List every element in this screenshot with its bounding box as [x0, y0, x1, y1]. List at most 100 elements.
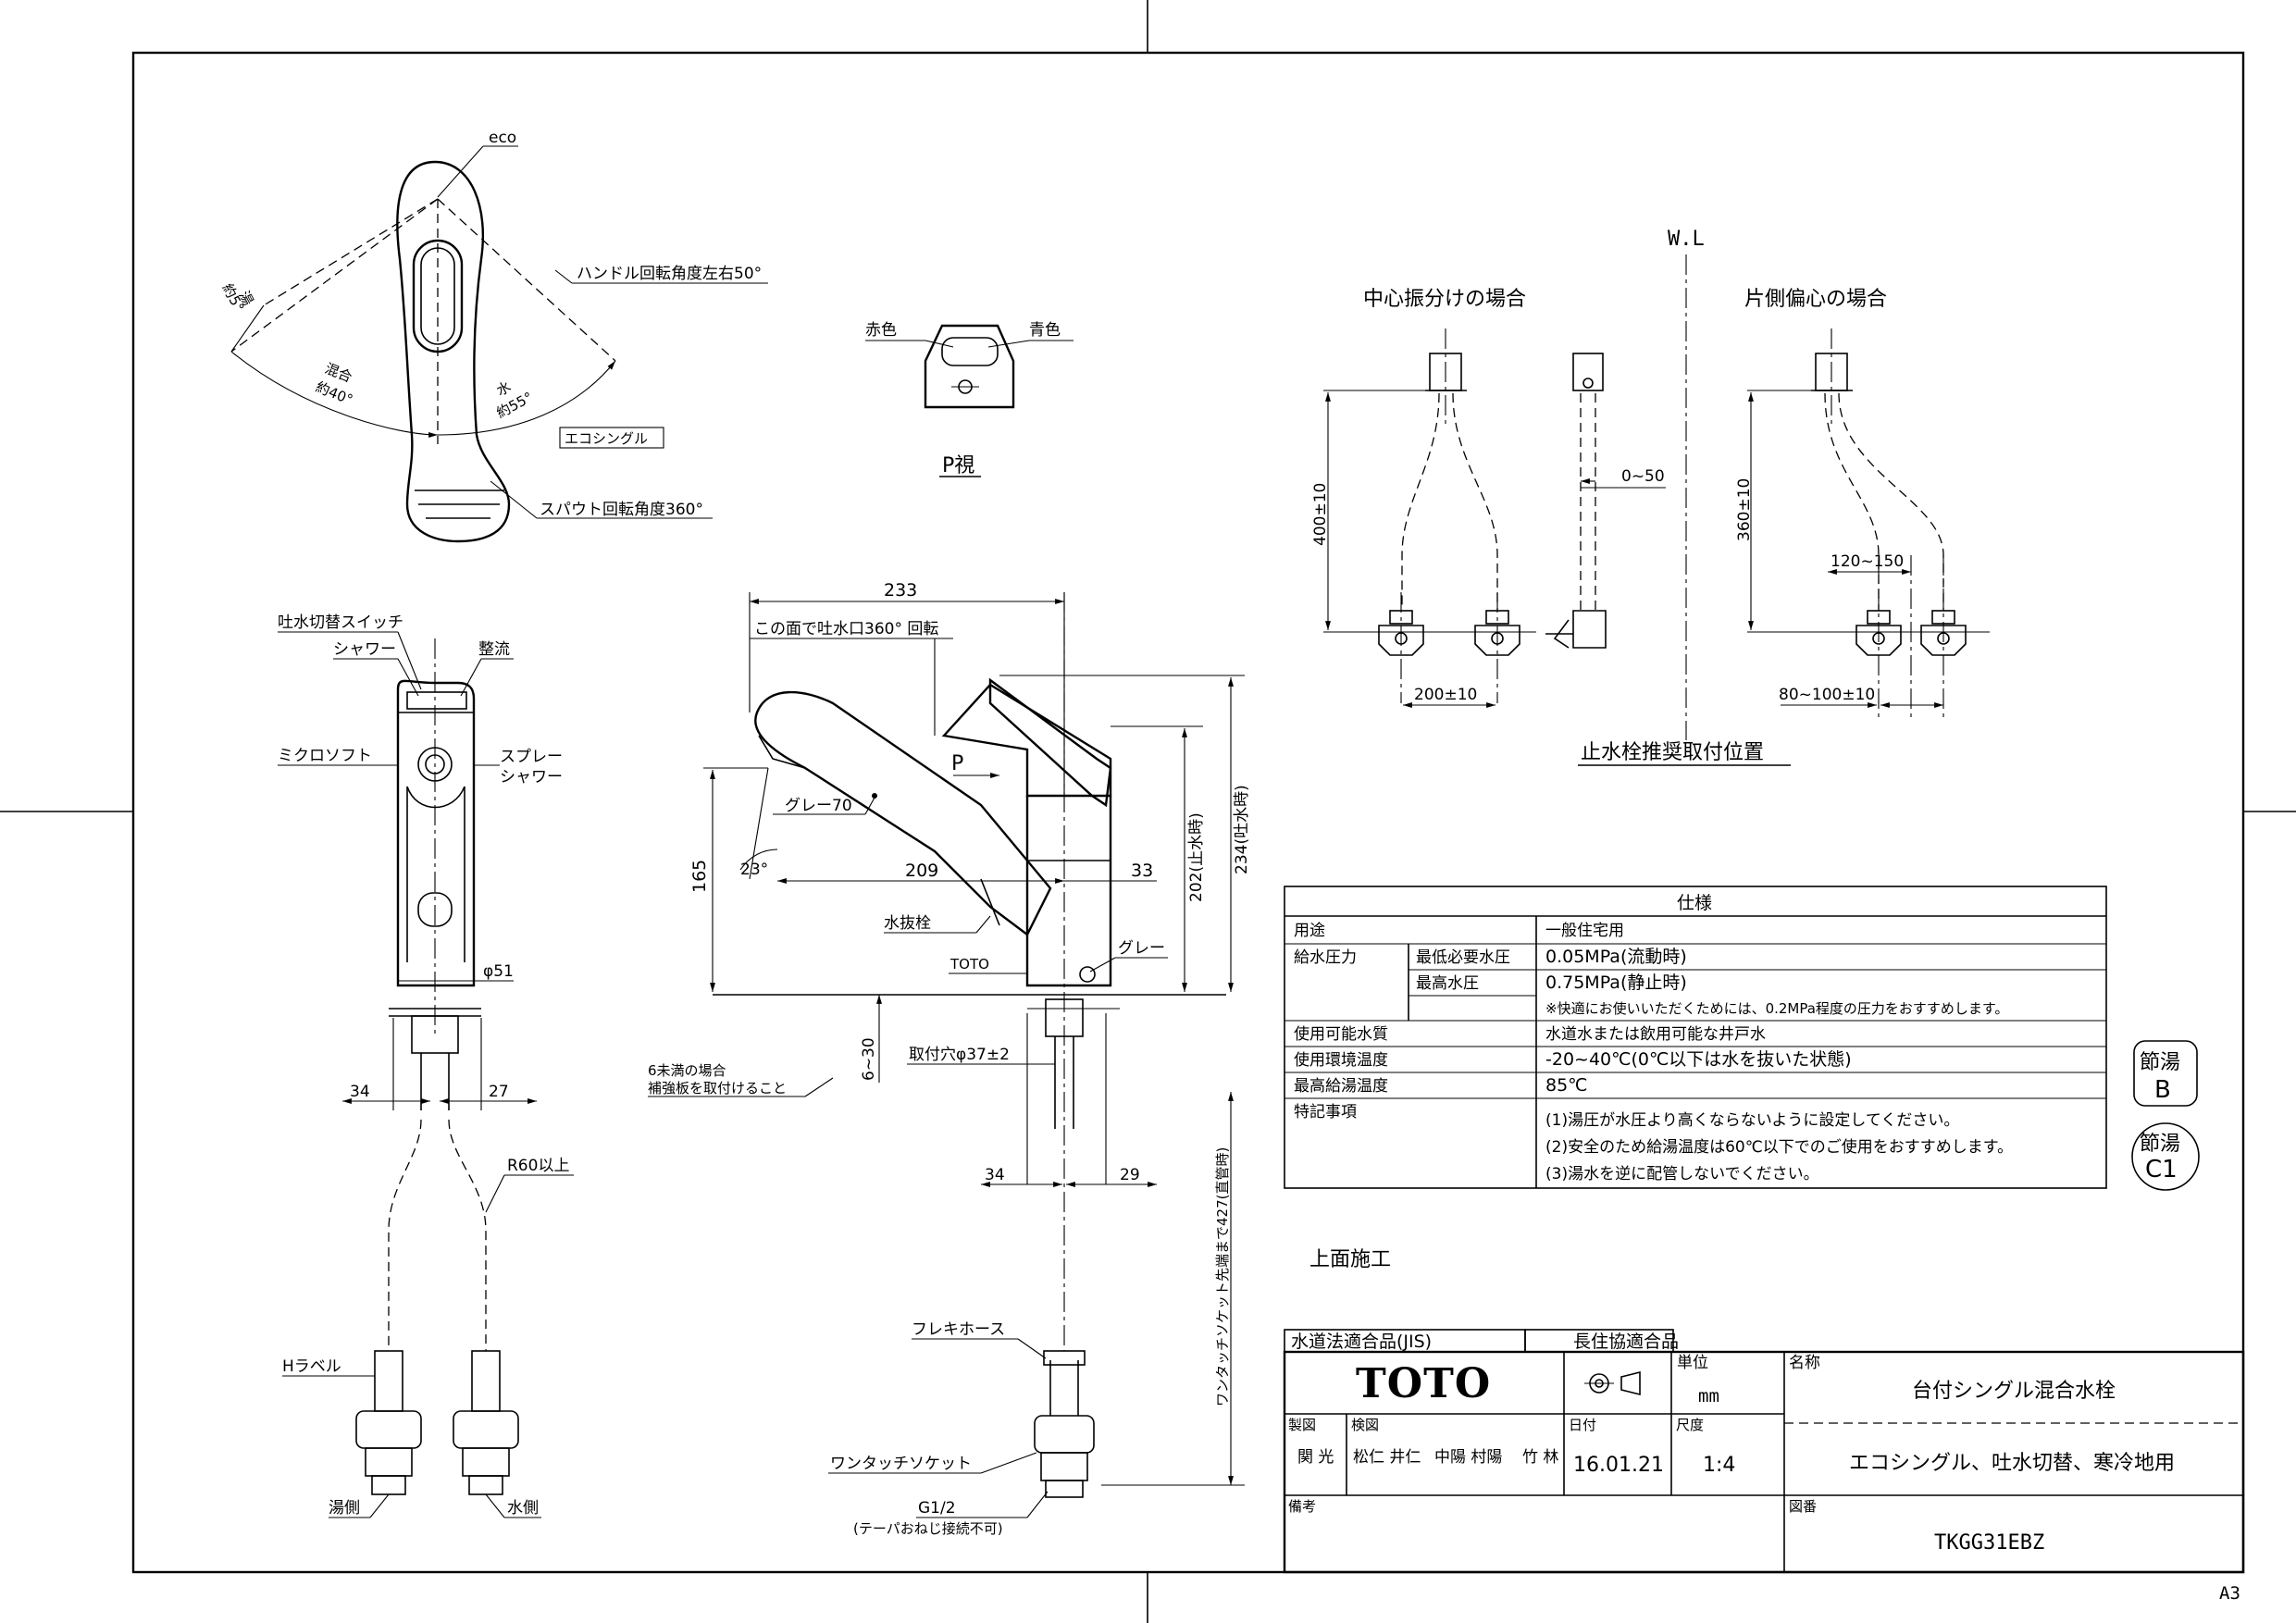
- hot-side-label: 湯側: [329, 1499, 360, 1518]
- valve-position-diagram: W.L 中心振分けの場合 片側偏心の場合 400±10 200±10: [1311, 228, 1990, 766]
- valve-caption: 止水栓推奨取付位置: [1581, 741, 1764, 764]
- cold-side-label: 水側: [507, 1499, 539, 1518]
- wl-label: W.L: [1668, 228, 1705, 251]
- spec-table: 仕様 用途 一般住宅用 給水圧力 最低必要水圧 0.05MPa(流動時) 最高水…: [1284, 886, 2107, 1189]
- drain-plug-label: 水抜栓: [884, 914, 931, 933]
- date-label: 日付: [1569, 1417, 1596, 1433]
- p-view-title: P視: [942, 454, 974, 477]
- dim-0-50: 0~50: [1621, 467, 1665, 486]
- spray-label-1: スプレー: [500, 748, 563, 766]
- grey70-label: グレー70: [785, 797, 852, 815]
- flexible-hose-label: フレキホース: [912, 1320, 1005, 1339]
- unit-value: mm: [1698, 1386, 1719, 1406]
- drawing-no: TKGG31EBZ: [1934, 1531, 2044, 1555]
- p-view: 赤色 青色 P視: [865, 321, 1074, 477]
- jis-label: 水道法適合品(JIS): [1291, 1332, 1432, 1352]
- h-label: Hラベル: [282, 1357, 341, 1376]
- g12-label: G1/2: [918, 1499, 956, 1518]
- spec-row-5-value: -20~40℃(0℃以下は水を抜いた状態): [1545, 1049, 1852, 1070]
- dim-200: 200±10: [1414, 686, 1477, 704]
- spec-row-7-label: 特記事項: [1294, 1103, 1357, 1121]
- handle-rotation-label: ハンドル回転角度左右50°: [577, 265, 762, 283]
- dim-360: 360±10: [1735, 478, 1754, 541]
- r60-label: R60以上: [507, 1157, 569, 1175]
- spec-row-0-value: 一般住宅用: [1545, 922, 1624, 940]
- hot-angle-value: 約5°: [218, 280, 247, 315]
- eco-single-label: エコシングル: [565, 430, 648, 447]
- front-view: 吐水切替スイッチ シャワー 整流 ミクロソフト スプレー シャワー φ51 34…: [278, 613, 574, 1518]
- date-value: 16.01.21: [1573, 1454, 1664, 1477]
- micro-soft-label: ミクロソフト: [278, 747, 372, 765]
- spray-label-2: シャワー: [500, 768, 563, 787]
- checked-value-2: 中陽 村陽: [1434, 1448, 1502, 1467]
- cold-label: 水: [493, 378, 514, 400]
- switch-label: 吐水切替スイッチ: [278, 613, 403, 632]
- dim-80-100: 80~100±10: [1779, 686, 1875, 704]
- hot-angle-label: 湯: [235, 288, 256, 308]
- side-view: 233 この面で吐水口360° 回転 165 グレー70 23° P 209 3…: [648, 580, 1251, 1537]
- spec-row-6-value: 85℃: [1545, 1075, 1588, 1096]
- remarks-label: 備考: [1288, 1498, 1316, 1515]
- spout-rotation-label: スパウト回転角度360°: [540, 501, 703, 519]
- spec-row-4-label: 使用可能水質: [1294, 1024, 1388, 1044]
- hose-length-label: ワンタッチソケット先端まで427(直管時): [1214, 1147, 1231, 1406]
- spec-row-5-label: 使用環境温度: [1294, 1050, 1388, 1070]
- dim-120-150: 120~150: [1831, 552, 1904, 571]
- spec-row-8-value: (2)安全のため給湯温度は60℃以下でのご使用をおすすめします。: [1545, 1137, 2013, 1157]
- checked-label: 検図: [1351, 1417, 1379, 1433]
- spec-row-2-sub: 最高水圧: [1416, 974, 1479, 993]
- side-dim-34: 34: [985, 1166, 1005, 1184]
- angle23-label: 23°: [740, 861, 768, 879]
- side-dim-6-30: 6~30: [860, 1037, 878, 1081]
- side-dim-29: 29: [1120, 1166, 1140, 1184]
- badge-b-top: 節湯: [2140, 1051, 2180, 1074]
- spec-row-0-label: 用途: [1294, 922, 1325, 940]
- toto-logo: TOTO: [1356, 1360, 1491, 1407]
- mount-hole-label: 取付穴φ37±2: [909, 1046, 1010, 1064]
- install-note: 上面施工: [1309, 1248, 1391, 1271]
- spec-row-4-value: 水道水または飲用可能な井戸水: [1545, 1025, 1766, 1044]
- badge-c1-bottom: C1: [2145, 1156, 2178, 1183]
- checked-value-1: 松仁 井仁: [1353, 1448, 1421, 1467]
- top-view: eco ハンドル回転角度左右50° 湯 約5° 混合 約40° 水 約55° エ…: [218, 129, 768, 543]
- spec-row-9-value: (3)湯水を逆に配管しないでください。: [1545, 1165, 1819, 1183]
- one-touch-label: ワンタッチソケット: [830, 1455, 972, 1473]
- side-dim-202: 202(止水時): [1187, 812, 1206, 902]
- third-angle-projection-icon: [1584, 1370, 1641, 1396]
- scale-value: 1:4: [1703, 1454, 1735, 1477]
- spec-row-3-value: ※快適にお使いいただくためには、0.2MPa程度の圧力をおすすめします。: [1545, 1000, 2008, 1017]
- side-dim-234: 234(吐水時): [1233, 785, 1251, 874]
- badge-c1: 節湯 C1: [2131, 1122, 2200, 1191]
- drawing-no-label: 図番: [1789, 1498, 1817, 1515]
- spec-row-1-sub: 最低必要水圧: [1416, 948, 1510, 967]
- side-dim-33: 33: [1131, 861, 1153, 881]
- reinforce-note-1: 6未満の場合: [648, 1062, 726, 1079]
- p-view-red: 赤色: [865, 321, 897, 340]
- title-block: 水道法適合品(JIS) 長住協適合品 TOTO 単位 mm 名称 台付シングル混…: [1283, 1329, 2245, 1574]
- rotate-note: この面で吐水口360° 回転: [754, 620, 938, 638]
- side-dim-165: 165: [689, 860, 710, 893]
- spec-row-6-label: 最高給湯温度: [1294, 1077, 1388, 1096]
- grey-label: グレー: [1118, 939, 1165, 958]
- paper-size: A3: [2219, 1583, 2240, 1604]
- name-value: 台付シングル混合水栓: [1912, 1380, 2116, 1403]
- center-title: 中心振分けの場合: [1363, 288, 1526, 311]
- badge-b: 節湯 B: [2133, 1040, 2198, 1107]
- offset-title: 片側偏心の場合: [1744, 288, 1887, 311]
- spec-row-1-value: 0.05MPa(流動時): [1545, 947, 1687, 967]
- choju-label: 長住協適合品: [1573, 1332, 1679, 1352]
- badge-b-bottom: B: [2154, 1076, 2171, 1104]
- reinforce-note-2: 補強板を取付けること: [648, 1080, 787, 1096]
- checked-value-3: 竹 林: [1522, 1448, 1558, 1467]
- scale-label: 尺度: [1676, 1417, 1704, 1433]
- laminar-label: 整流: [478, 640, 510, 659]
- sub-name: エコシングル、吐水切替、寒冷地用: [1849, 1452, 2175, 1475]
- p-view-blue: 青色: [1029, 321, 1061, 340]
- eco-label: eco: [489, 129, 516, 147]
- dim-400: 400±10: [1311, 483, 1330, 546]
- shower-label: シャワー: [333, 640, 396, 659]
- unit-label: 単位: [1677, 1354, 1708, 1372]
- front-diameter: φ51: [483, 962, 514, 981]
- taper-note: (テーパおねじ接続不可): [853, 1520, 1003, 1537]
